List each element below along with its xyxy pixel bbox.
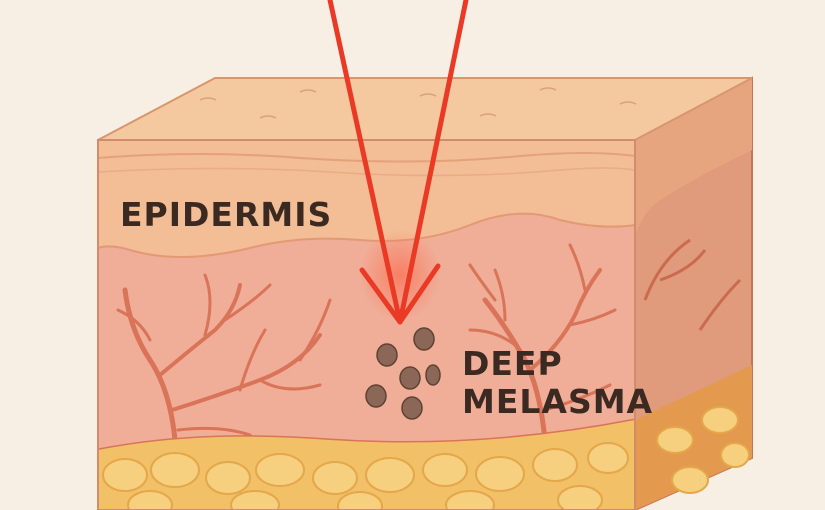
epidermis-label: EPIDERMIS: [120, 195, 333, 234]
block-top-face: [97, 77, 753, 141]
laser-beam-icon: [327, 0, 469, 325]
deep-melasma-label: DEEP MELASMA: [462, 345, 653, 421]
deep-melasma-label-line1: DEEP: [462, 344, 563, 383]
pigment-cluster-icon: [365, 327, 441, 420]
blood-vessel-icon: [116, 243, 617, 443]
deep-melasma-label-line2: MELASMA: [462, 381, 654, 421]
fat-cells-icon: [102, 406, 750, 510]
laser-glow: [360, 230, 440, 320]
